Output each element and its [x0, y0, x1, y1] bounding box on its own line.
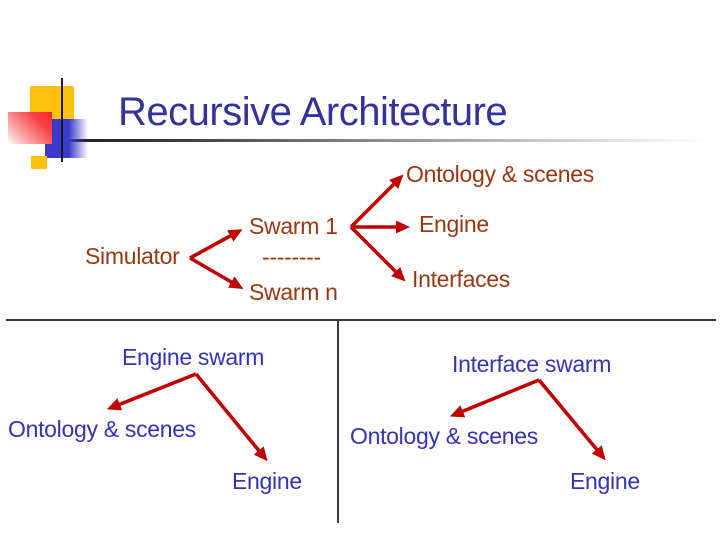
- logo-blue-square: [45, 119, 88, 158]
- vertical-divider: [337, 320, 339, 523]
- title-underline: [33, 139, 713, 142]
- label-engine-left: Engine: [232, 468, 302, 494]
- label-engine-swarm: Engine swarm: [122, 344, 265, 370]
- label-ontology-scenes-top: Ontology & scenes: [406, 161, 594, 187]
- logo-small-yellow-square: [31, 156, 47, 169]
- arrow-simulator-swarmn: [189, 256, 244, 290]
- label-swarm-1: Swarm 1: [249, 213, 338, 239]
- label-ontology-scenes-left: Ontology & scenes: [8, 416, 196, 442]
- arrow-simulator-swarm1: [189, 229, 243, 260]
- arrow-swarm1-ontology: [349, 174, 404, 229]
- label-swarm-n: Swarm n: [249, 279, 338, 305]
- slide-title: Recursive Architecture: [118, 90, 508, 134]
- logo-vertical-line: [61, 78, 63, 162]
- label-interface-swarm: Interface swarm: [452, 351, 612, 377]
- arrow-interfaceswarm-ontology: [449, 378, 540, 418]
- label-swarm-ellipsis: --------: [262, 244, 321, 270]
- label-ontology-scenes-right: Ontology & scenes: [350, 423, 538, 449]
- label-engine-top: Engine: [419, 211, 489, 237]
- arrow-swarm1-interfaces: [349, 225, 406, 282]
- arrow-engineswarm-ontology: [106, 372, 197, 411]
- label-simulator: Simulator: [85, 243, 180, 269]
- label-interfaces-top: Interfaces: [412, 266, 510, 292]
- arrow-engineswarm-engine: [194, 372, 268, 462]
- label-engine-right: Engine: [570, 468, 640, 494]
- horizontal-divider: [6, 319, 716, 321]
- arrow-interfaceswarm-engine: [537, 378, 606, 461]
- logo-red-square: [8, 112, 52, 144]
